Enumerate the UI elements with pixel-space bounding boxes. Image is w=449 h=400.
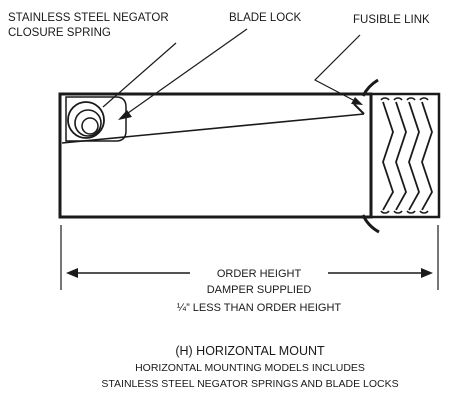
blade-fold-bottom-4 <box>419 210 429 214</box>
caption-title: (H) HORIZONTAL MOUNT <box>175 344 325 358</box>
negator-spring-coil-inner <box>81 117 99 135</box>
damper-frame-outline <box>58 92 373 219</box>
dimension-label-order-height: ORDER HEIGHT <box>217 268 302 280</box>
negator-spring-coil-outer <box>67 101 105 139</box>
blade-fold-bottom-3 <box>406 210 416 214</box>
blade-fold-top-4 <box>419 97 429 101</box>
dimension-arrowhead-left <box>66 268 78 278</box>
blade-lock-leader-line <box>127 28 248 114</box>
folded-blade-stack <box>369 92 441 219</box>
damper-frame <box>58 92 373 219</box>
blade-zigzag-4 <box>421 101 433 211</box>
dimension-arrowhead-right <box>421 268 433 278</box>
blade-lock-leader-arrowhead <box>118 110 132 120</box>
order-height-dimension <box>66 268 433 278</box>
negator-spring-label-line2: CLOSURE SPRING <box>8 27 111 39</box>
blade-fold-top-3 <box>406 97 416 101</box>
fusible-link-leader-line <box>313 34 361 102</box>
blade-lock-label: BLADE LOCK <box>229 12 302 24</box>
blade-zigzag-1 <box>382 101 394 211</box>
blade-zigzag-3 <box>408 101 420 211</box>
blade-lock <box>353 103 365 115</box>
fusible-link-top-lip <box>361 78 379 97</box>
blade-fold-top-2 <box>393 97 403 101</box>
negator-spring-housing <box>65 96 127 142</box>
caption-line-1: HORIZONTAL MOUNTING MODELS INCLUDES <box>135 362 365 374</box>
negator-spring <box>65 96 127 142</box>
fusible-link-label: FUSIBLE LINK <box>353 14 430 26</box>
dimension-label-quarter-inch-less: ¼” LESS THAN ORDER HEIGHT <box>177 302 341 314</box>
negator-spring-coil-middle <box>74 109 102 137</box>
fusible-link <box>361 78 380 234</box>
blade-fold-bottom-2 <box>393 210 403 214</box>
blade-lock-clip <box>353 103 365 115</box>
negator-spring-label-line1: STAINLESS STEEL NEGATOR <box>8 12 169 24</box>
fusible-link-bottom-lip <box>361 214 380 234</box>
blade-stack-frame <box>369 92 441 219</box>
caption-line-2: STAINLESS STEEL NEGATOR SPRINGS AND BLAD… <box>101 378 398 390</box>
leader-lines <box>102 28 363 120</box>
blade-zigzag-2 <box>395 101 407 211</box>
blade-fold-top-1 <box>380 97 390 101</box>
blade-edge-line <box>61 113 365 144</box>
blade-fold-bottom-1 <box>380 210 390 214</box>
fusible-link-leader-arrowhead <box>351 97 363 105</box>
dimension-label-damper-supplied: DAMPER SUPPLIED <box>207 284 312 296</box>
